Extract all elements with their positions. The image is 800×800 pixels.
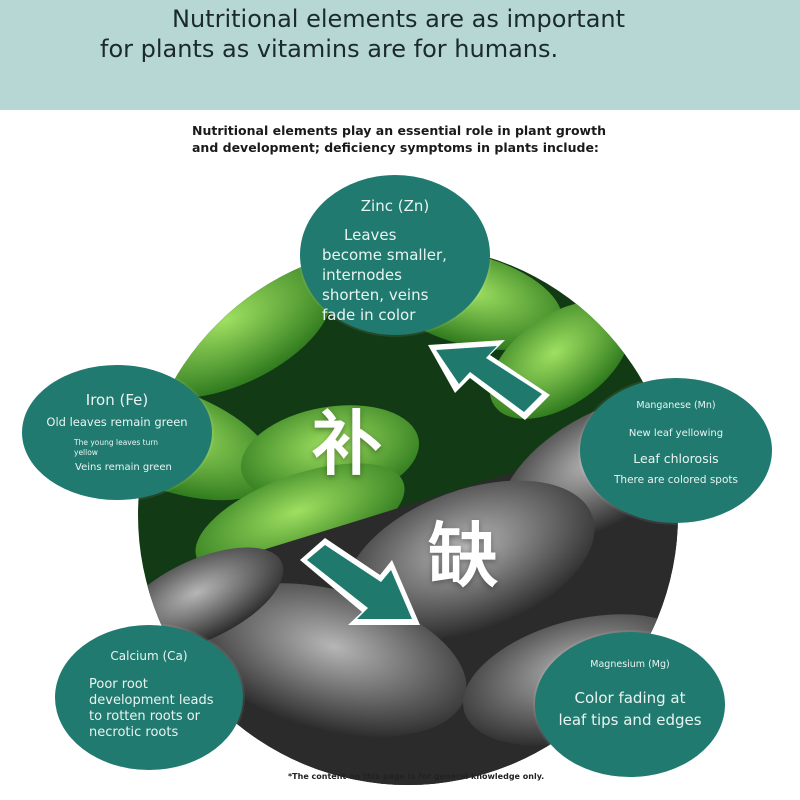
bubble-title: Manganese (Mn) — [636, 400, 716, 411]
bubble-line: Old leaves remain green — [46, 415, 188, 429]
bubble-line: development leads — [89, 693, 214, 708]
center-char-top: 补 — [312, 403, 382, 485]
bubble-title: Calcium (Ca) — [110, 649, 188, 663]
bubble-magnesium: Magnesium (Mg) Color fading at leaf tips… — [535, 632, 725, 777]
bubble-line: to rotten roots or — [89, 709, 201, 724]
bubble-line: yellow — [74, 448, 98, 457]
bubble-line: internodes — [322, 266, 402, 284]
bubble-line: become smaller, — [322, 246, 447, 264]
intro-line-1: Nutritional elements play an essential r… — [192, 123, 606, 138]
bubble-line: Leaves — [344, 226, 397, 244]
bubble-title: Iron (Fe) — [85, 391, 149, 409]
bubble-manganese: Manganese (Mn) New leaf yellowing Leaf c… — [580, 378, 772, 523]
bubble-line: Veins remain green — [75, 462, 172, 473]
bubble-line: Leaf chlorosis — [633, 451, 719, 466]
title-line-1: Nutritional elements are as important — [172, 5, 626, 33]
bubble-line: There are colored spots — [614, 474, 738, 486]
bubble-title: Zinc (Zn) — [360, 197, 430, 215]
title-line-2: for plants as vitamins are for humans. — [100, 35, 559, 63]
header-banner: Nutritional elements are as important fo… — [0, 0, 800, 110]
intro-text: Nutritional elements play an essential r… — [192, 122, 612, 156]
center-char-bottom: 缺 — [428, 515, 498, 597]
bubble-calcium: Calcium (Ca) Poor root development leads… — [55, 625, 243, 770]
bubble-line: Poor root — [89, 677, 148, 692]
bubble-line: necrotic roots — [89, 725, 179, 740]
bubble-title: Magnesium (Mg) — [590, 659, 670, 670]
bubble-body: Poor root development leads to rotten ro… — [89, 677, 239, 741]
intro-line-2: and development; deficiency symptoms in … — [192, 140, 599, 155]
bubble-line: fade in color — [322, 306, 416, 324]
bubble-line: shorten, veins — [322, 286, 429, 304]
bubble-iron: Iron (Fe) Old leaves remain green The yo… — [22, 365, 212, 500]
bubble-line: New leaf yellowing — [628, 428, 724, 439]
page-title: Nutritional elements are as important fo… — [100, 4, 740, 64]
arrow-down-right-icon — [300, 538, 420, 625]
footnote: *The content on this page is for general… — [288, 772, 545, 781]
bubble-zinc: Zinc (Zn) Leaves become smaller, interno… — [300, 175, 490, 335]
bubble-line: leaf tips and edges — [558, 711, 702, 729]
bubble-line: Color fading at — [574, 689, 686, 707]
arrow-up-left-icon — [428, 340, 550, 420]
bubble-body: Leaves become smaller, internodes shorte… — [322, 225, 482, 325]
bubble-line: The young leaves turn — [74, 438, 159, 447]
